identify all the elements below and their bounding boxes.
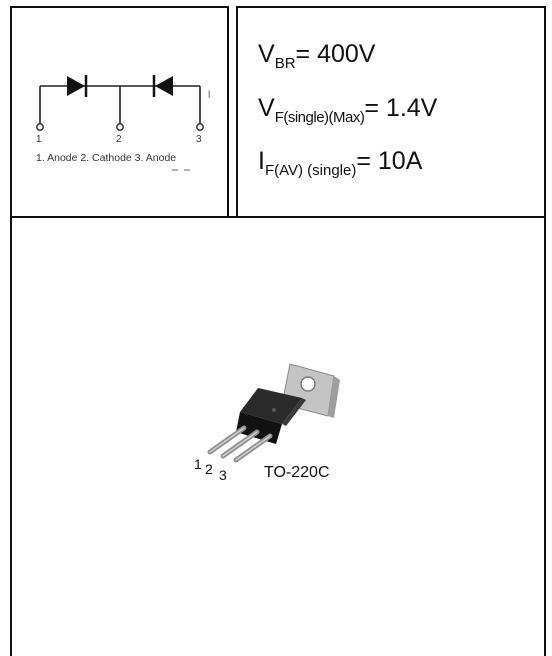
diode-2-symbol	[152, 75, 173, 97]
terminal-2	[116, 123, 124, 131]
spec-symbol: V	[258, 94, 275, 122]
spec-symbol: V	[258, 40, 275, 68]
spec-subscript: F(AV) (single)	[264, 162, 357, 179]
package-panel: 1 2 3 TO-220C	[10, 216, 546, 656]
package-pin-1: 1	[194, 456, 202, 472]
spec-value: = 1.4V	[364, 94, 438, 122]
package-pin-2: 2	[205, 461, 213, 477]
schematic-pin-3-label: 3	[196, 134, 202, 145]
package-leads	[207, 425, 273, 463]
spec-value: = 400V	[295, 40, 376, 68]
spec-subscript: BR	[274, 55, 296, 72]
schematic-pin-2-label: 2	[116, 134, 122, 145]
spec-breakdown-voltage: VBR= 400V	[258, 40, 375, 72]
diode-schematic	[36, 75, 204, 171]
spec-forward-current: IF(AV) (single)= 10A	[258, 147, 422, 179]
package-name: TO-220C	[264, 464, 330, 481]
ratings-panel: VBR= 400V VF(single)(Max)= 1.4V IF(AV) (…	[236, 6, 546, 218]
spec-value: = 10A	[356, 147, 423, 175]
pin-function-caption: 1. Anode 2. Cathode 3. Anode	[36, 152, 177, 164]
spec-forward-voltage: VF(single)(Max)= 1.4V	[258, 94, 437, 126]
terminal-1	[36, 123, 44, 131]
terminal-3	[196, 123, 204, 131]
package-pin-3: 3	[219, 467, 227, 483]
stray-mark: l	[208, 90, 211, 101]
mounting-hole	[300, 376, 316, 392]
to220-package-image	[207, 363, 340, 463]
schematic-pin-1-label: 1	[36, 134, 42, 145]
diode-1-symbol	[67, 75, 88, 97]
spec-subscript: F(single)(Max)	[274, 109, 365, 126]
spec-symbol: I	[258, 147, 265, 175]
schematic-panel: l 1 2 3 1. Anode 2. Cathode 3. Anode	[10, 6, 229, 218]
